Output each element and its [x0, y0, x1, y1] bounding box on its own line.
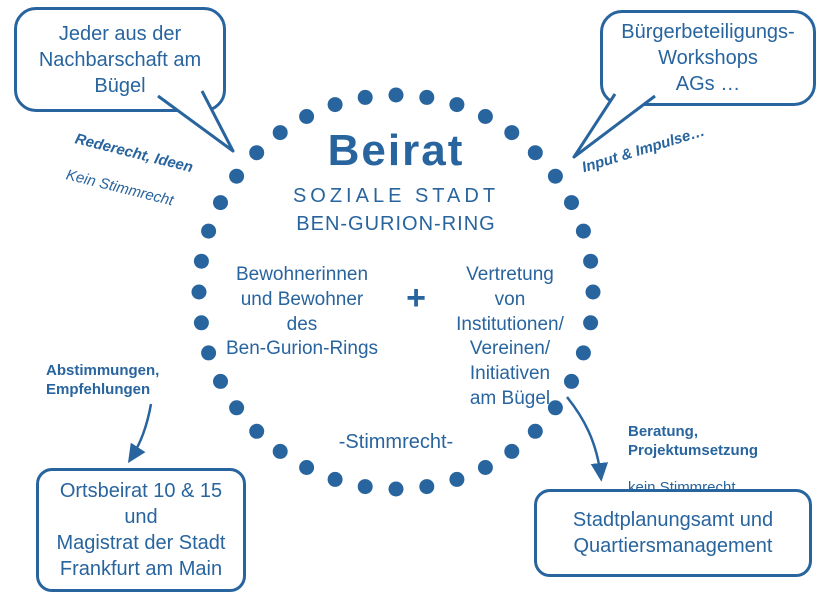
- circle-subtitle-line1: SOZIALE STADT: [292, 185, 500, 208]
- box-ortsbeirat-magistrat-text: Ortsbeirat 10 & 15 und Magistrat der Sta…: [56, 480, 226, 580]
- note-rederecht: Rederecht, Ideen Kein Stimmrecht: [59, 112, 199, 232]
- box-stadtplanungsamt: Stadtplanungsamt und Quartiersmanagement: [534, 489, 812, 577]
- plus-sign: +: [406, 279, 426, 318]
- note-beratung-regular: kein Stimmrecht: [628, 479, 736, 496]
- note-rederecht-regular: Kein Stimmrecht: [64, 166, 176, 210]
- arrow-to-ortsbeirat: [127, 403, 153, 464]
- speech-bubble-workshops: Bürgerbeteiligungs- Workshops AGs …: [600, 10, 816, 106]
- speech-bubble-workshops-text: Bürgerbeteiligungs- Workshops AGs …: [621, 21, 795, 95]
- member-groups-row: Bewohnerinnen und Bewohner des Ben-Gurio…: [196, 263, 596, 411]
- note-input-impulse: Input & Impulse…: [580, 122, 707, 177]
- box-ortsbeirat-magistrat: Ortsbeirat 10 & 15 und Magistrat der Sta…: [36, 468, 246, 592]
- circle-title: Beirat: [327, 126, 465, 175]
- note-beratung-bold: Beratung, Projektumsetzung: [628, 422, 759, 459]
- circle-content: Beirat SOZIALE STADT BEN-GURION-RING Bew…: [196, 126, 596, 454]
- voting-right-label: -Stimmrecht-: [338, 431, 454, 454]
- member-group-institutions: Vertretung von Institutionen/ Vereinen/ …: [456, 264, 564, 409]
- circle-subtitle-line2: BEN-GURION-RING: [296, 213, 496, 236]
- note-beratung: Beratung, Projektumsetzung kein Stimmrec…: [628, 404, 758, 517]
- note-abstimmungen: Abstimmungen, Empfehlungen: [46, 362, 160, 398]
- note-rederecht-bold: Rederecht, Ideen: [73, 130, 195, 176]
- member-group-residents: Bewohnerinnen und Bewohner des Ben-Gurio…: [225, 264, 379, 360]
- box-stadtplanungsamt-text: Stadtplanungsamt und Quartiersmanagement: [572, 509, 774, 557]
- speech-bubble-neighborhood: Jeder aus der Nachbarschaft am Bügel: [14, 7, 226, 112]
- speech-bubble-neighborhood-text: Jeder aus der Nachbarschaft am Bügel: [38, 22, 202, 97]
